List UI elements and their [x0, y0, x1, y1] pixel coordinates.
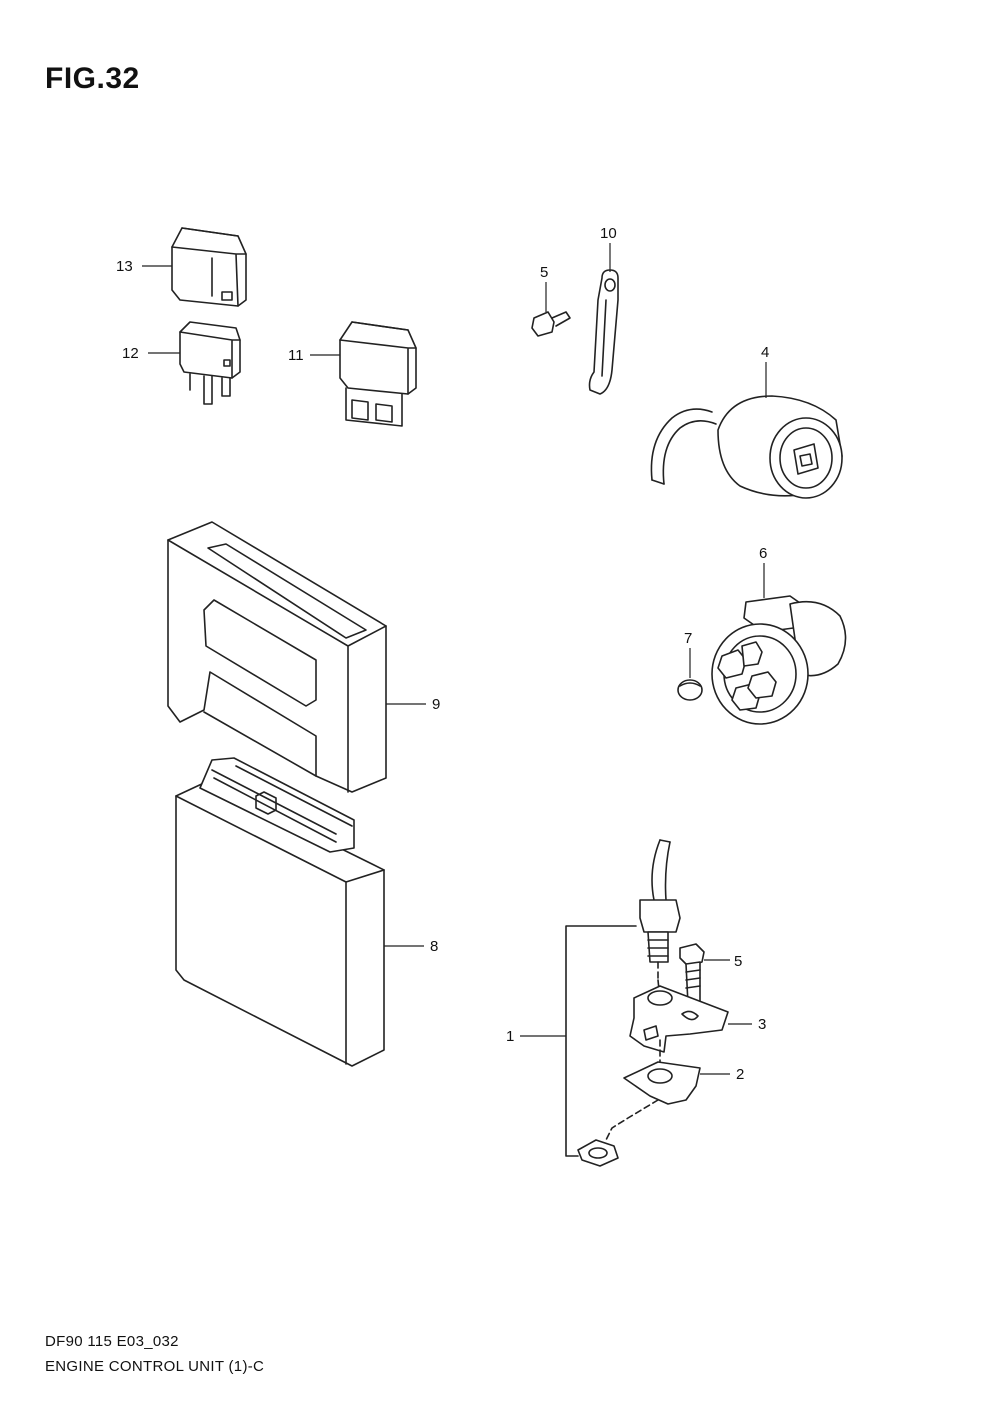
- part-4-coupler: 4: [650, 344, 843, 499]
- part-10-strap: 10: [588, 225, 619, 395]
- callout-10: 10: [600, 225, 617, 242]
- part-7-cap: 7: [677, 630, 703, 701]
- callout-1: 1: [506, 1028, 514, 1045]
- part-5-bolt-upper: 5: [531, 264, 571, 337]
- callout-5-upper: 5: [540, 264, 548, 281]
- callout-12: 12: [122, 345, 139, 362]
- part-5-bolt-lower: 5: [679, 943, 742, 1005]
- callout-7: 7: [684, 630, 692, 647]
- figure-title: FIG.32: [45, 62, 140, 95]
- callout-2: 2: [736, 1066, 744, 1083]
- callout-3: 3: [758, 1016, 766, 1033]
- part-11-relay: 11: [288, 321, 417, 427]
- diagram-code: DF90 115 E03_032: [45, 1333, 179, 1350]
- part-9-ecu-cover: 9: [167, 521, 440, 793]
- callout-5-lower: 5: [734, 953, 742, 970]
- callout-4: 4: [761, 344, 769, 361]
- part-2-plate: 2: [605, 1061, 744, 1141]
- part-13-relay: 13: [116, 227, 247, 307]
- callout-13: 13: [116, 258, 133, 275]
- part-12-relay: 12: [122, 321, 241, 405]
- nut: [577, 1139, 619, 1167]
- part-8-ecu: 8: [175, 757, 438, 1067]
- callout-9: 9: [432, 696, 440, 713]
- part-3-bracket: 3: [629, 985, 766, 1065]
- part-6-connector: 6: [711, 545, 847, 725]
- callout-11: 11: [288, 347, 304, 364]
- diagram-name: ENGINE CONTROL UNIT (1)-C: [45, 1358, 265, 1375]
- callout-6: 6: [759, 545, 767, 562]
- callout-8: 8: [430, 938, 438, 955]
